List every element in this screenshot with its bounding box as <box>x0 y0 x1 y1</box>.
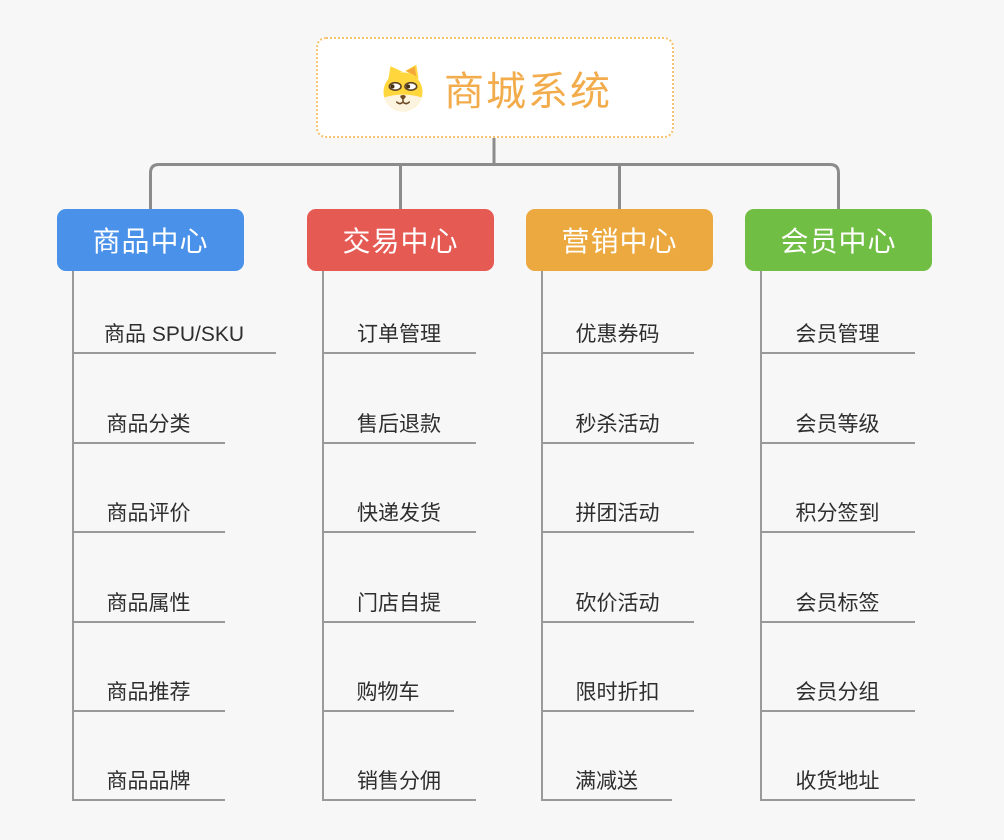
leaf-topic[interactable]: 商品评价 <box>72 497 225 533</box>
leaf-topic[interactable]: 会员标签 <box>760 587 915 623</box>
branch-product-center[interactable]: 商品中心 <box>57 209 244 271</box>
leaf-topic[interactable]: 满减送 <box>541 765 672 801</box>
leaf-topic[interactable]: 售后退款 <box>322 408 476 444</box>
leaf-topic[interactable]: 会员分组 <box>760 676 915 712</box>
branch-label: 交易中心 <box>342 226 459 257</box>
leaf-topic[interactable]: 销售分佣 <box>322 765 476 801</box>
leaf-topic[interactable]: 拼团活动 <box>541 497 694 533</box>
leaf-topic[interactable]: 秒杀活动 <box>541 408 694 444</box>
leaf-topic[interactable]: 商品属性 <box>72 587 225 623</box>
branch-trade-center[interactable]: 交易中心 <box>307 209 494 271</box>
branch-member-center[interactable]: 会员中心 <box>745 209 932 271</box>
leaf-topic[interactable]: 会员管理 <box>760 318 915 354</box>
leaf-topic[interactable]: 商品推荐 <box>72 676 225 712</box>
leaf-topic[interactable]: 订单管理 <box>322 318 476 354</box>
leaf-topic[interactable]: 商品品牌 <box>72 765 225 801</box>
branch-label: 商品中心 <box>92 226 209 257</box>
leaf-topic[interactable]: 限时折扣 <box>541 676 694 712</box>
leaf-topic[interactable]: 积分签到 <box>760 497 915 533</box>
branch-spine <box>72 271 74 801</box>
branch-marketing-center[interactable]: 营销中心 <box>526 209 713 271</box>
root-topic-label: 商城系统 <box>444 69 612 114</box>
leaf-topic[interactable]: 商品 SPU/SKU <box>72 318 276 354</box>
branch-spine <box>541 271 543 801</box>
leaf-topic[interactable]: 门店自提 <box>322 587 476 623</box>
leaf-topic[interactable]: 收货地址 <box>760 765 915 801</box>
branch-label: 营销中心 <box>561 226 678 257</box>
leaf-topic[interactable]: 优惠券码 <box>541 318 694 354</box>
leaf-topic[interactable]: 砍价活动 <box>541 587 694 623</box>
branch-label: 会员中心 <box>780 226 897 257</box>
dog-face-icon <box>383 64 423 111</box>
leaf-topic[interactable]: 商品分类 <box>72 408 225 444</box>
leaf-topic[interactable]: 快递发货 <box>322 497 476 533</box>
leaf-topic[interactable]: 会员等级 <box>760 408 915 444</box>
branch-spine <box>322 271 324 801</box>
root-topic[interactable]: 商城系统 <box>316 37 674 138</box>
leaf-topic[interactable]: 购物车 <box>322 676 454 712</box>
branch-spine <box>760 271 762 801</box>
